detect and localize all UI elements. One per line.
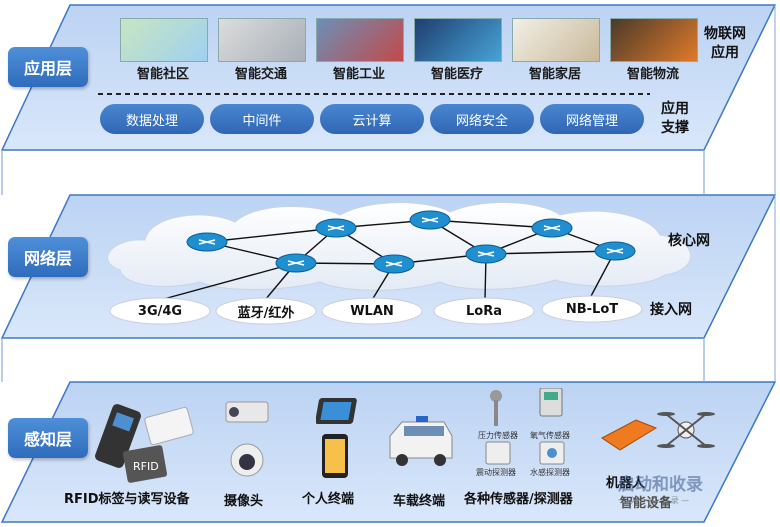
vibration-detector-label: 震动探测器 [476, 468, 516, 477]
router-icon [275, 253, 317, 273]
app-label-medical: 智能医疗 [430, 67, 483, 82]
perception-layer-tag: 感知层 [8, 418, 88, 458]
device-label-robot: 机器人 [606, 476, 646, 491]
app-label-traffic: 智能交通 [234, 67, 287, 82]
access-bluetooth-infrared: 蓝牙/红外 [214, 296, 318, 326]
smart-medical-image [414, 18, 502, 62]
access-3g4g: 3G/4G [108, 296, 212, 326]
access-nb-iot: NB-LoT [540, 294, 644, 324]
iot-application-label: 物联网 应用 [704, 26, 746, 61]
support-data-processing: 数据处理 [100, 104, 204, 134]
device-label-camera: 摄像头 [224, 494, 264, 509]
router-icon [315, 218, 357, 238]
support-network-management: 网络管理 [540, 104, 644, 134]
access-lora: LoRa [432, 296, 536, 326]
support-cloud-computing: 云计算 [320, 104, 424, 134]
support-middleware: 中间件 [210, 104, 314, 134]
access-wlan: WLAN [320, 296, 424, 326]
svg-text:RFID: RFID [133, 460, 159, 473]
sensors-icon [485, 388, 565, 465]
robot-drone-icon [601, 412, 715, 451]
personal-terminal-icon [316, 398, 357, 478]
application-layer-tag: 应用层 [8, 47, 88, 87]
router-icon [409, 210, 451, 230]
router-icon [186, 232, 228, 252]
oxygen-sensor-label: 氧气传感器 [530, 431, 570, 440]
router-icon [594, 241, 636, 261]
watermark: 启动和收录 一 次 一 劳 收 录 — [618, 470, 768, 512]
watermark-sub: 一 次 一 劳 收 录 — [618, 496, 690, 505]
app-support-label: 应用 支撑 [661, 101, 689, 136]
smart-community-image [120, 18, 208, 62]
smart-logistics-image [610, 18, 698, 62]
watermark-text: 启动和收录 [618, 475, 703, 495]
rfid-devices-icon: RFID [95, 404, 194, 483]
vehicle-terminal-icon [389, 416, 453, 466]
device-label-vehicle-terminal: 车载终端 [393, 494, 446, 509]
perception-plane [0, 381, 777, 523]
app-label-industry: 智能工业 [332, 67, 385, 82]
app-label-home: 智能家居 [528, 67, 581, 82]
smart-home-image [512, 18, 600, 62]
water-detector-label: 水感探测器 [530, 468, 570, 477]
smart-industry-image [316, 18, 404, 62]
support-network-security: 网络安全 [430, 104, 534, 134]
device-label-sensors: 各种传感器/探测器 [464, 492, 573, 507]
router-icon [465, 244, 507, 264]
device-label-smart-device: 智能设备 [620, 496, 673, 511]
router-icon [373, 254, 415, 274]
access-network-label: 接入网 [650, 302, 692, 318]
core-network-label: 核心网 [668, 233, 710, 249]
smart-traffic-image [218, 18, 306, 62]
router-icon [531, 218, 573, 238]
device-label-personal-terminal: 个人终端 [302, 492, 355, 507]
app-label-community: 智能社区 [136, 67, 189, 82]
camera-icon [225, 401, 269, 477]
network-layer-tag: 网络层 [8, 237, 88, 277]
routers [186, 210, 636, 274]
device-label-rfid: RFID标签与读写设备 [64, 492, 190, 507]
app-label-logistics: 智能物流 [626, 67, 679, 82]
pressure-sensor-label: 压力传感器 [478, 431, 518, 440]
